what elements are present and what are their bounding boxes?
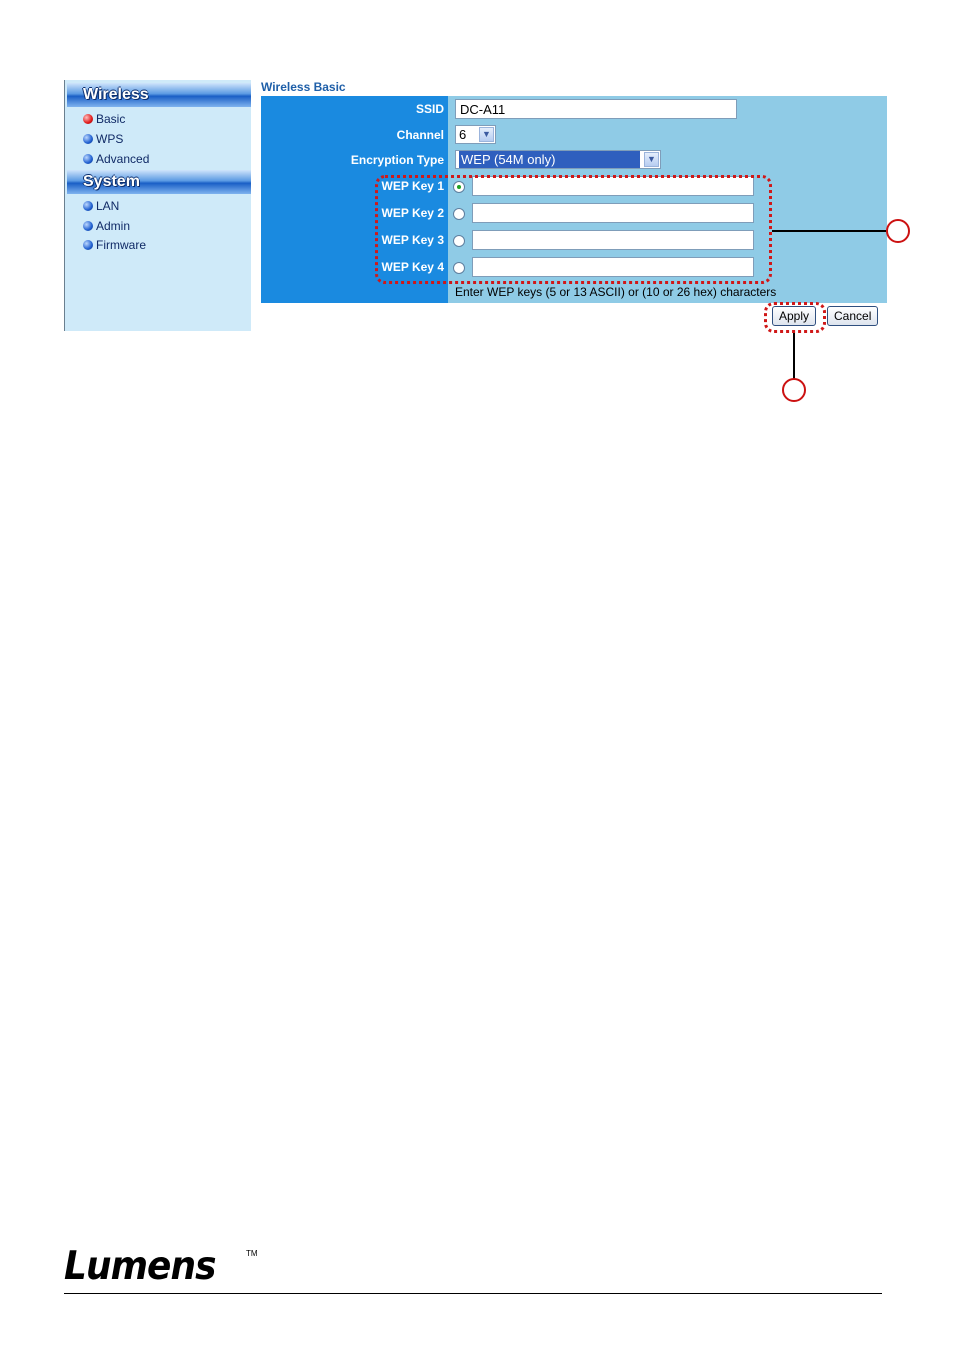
trademark-mark: TM <box>246 1249 258 1258</box>
blue-bullet-icon <box>83 221 93 231</box>
sidebar-item-wps[interactable]: WPS <box>83 131 123 147</box>
label-column <box>261 96 448 303</box>
callout-marker-apply <box>782 378 806 402</box>
sidebar-item-label: Basic <box>96 112 126 126</box>
sidebar-item-admin[interactable]: Admin <box>83 218 130 234</box>
apply-button[interactable]: Apply <box>772 306 817 326</box>
sidebar-item-firmware[interactable]: Firmware <box>83 237 146 253</box>
wep-key-4-label: WEP Key 4 <box>381 260 444 274</box>
sidebar-header-wireless: Wireless <box>67 83 251 107</box>
apply-highlight <box>764 302 826 333</box>
sidebar-nav: Wireless Basic WPS Advanced System LAN A… <box>64 80 251 331</box>
red-bullet-icon <box>83 114 93 124</box>
blue-bullet-icon <box>83 201 93 211</box>
callout-line-apply <box>793 333 795 379</box>
wep-key-3-label: WEP Key 3 <box>381 233 444 247</box>
callout-marker-wep <box>886 219 910 243</box>
encryption-label: Encryption Type <box>350 153 444 167</box>
ssid-label: SSID <box>415 102 444 116</box>
channel-select-value: 6 <box>459 127 467 142</box>
channel-label: Channel <box>396 128 444 142</box>
blue-bullet-icon <box>83 134 93 144</box>
sidebar-item-lan[interactable]: LAN <box>83 198 119 214</box>
lumens-logo: Lumens <box>64 1244 216 1289</box>
wep-key-1-label: WEP Key 1 <box>381 179 444 193</box>
ssid-input[interactable] <box>455 99 737 119</box>
sidebar-item-label: Advanced <box>96 152 150 166</box>
sidebar-item-advanced[interactable]: Advanced <box>83 151 149 167</box>
blue-bullet-icon <box>83 154 93 164</box>
footer-divider <box>64 1293 882 1294</box>
wep-key-2-label: WEP Key 2 <box>381 206 444 220</box>
wep-key-3-input[interactable] <box>472 230 754 250</box>
wep-key-4-radio[interactable] <box>453 262 465 274</box>
wep-key-4-input[interactable] <box>472 257 754 277</box>
blue-bullet-icon <box>83 240 93 250</box>
wep-key-hint: Enter WEP keys (5 or 13 ASCII) or (10 or… <box>455 285 777 299</box>
chevron-down-icon: ▼ <box>479 127 494 142</box>
channel-select[interactable]: 6 ▼ <box>455 125 496 144</box>
sidebar-item-label: WPS <box>96 132 124 146</box>
page-title: Wireless Basic <box>261 80 346 94</box>
wep-key-3-radio[interactable] <box>453 235 465 247</box>
sidebar-item-basic[interactable]: Basic <box>83 111 125 127</box>
sidebar-header-system: System <box>67 170 251 194</box>
wireless-basic-form: SSID Channel 6 ▼ Encryption Type WEP (54… <box>261 96 887 303</box>
wep-key-2-input[interactable] <box>472 203 754 223</box>
chevron-down-icon: ▼ <box>644 152 659 167</box>
cancel-button[interactable]: Cancel <box>827 306 879 326</box>
sidebar-item-label: Firmware <box>96 238 146 252</box>
callout-line-wep <box>772 230 886 232</box>
wep-key-1-radio[interactable] <box>453 181 465 193</box>
sidebar-item-label: LAN <box>96 199 120 213</box>
wep-keys-highlight <box>375 175 772 284</box>
wep-key-2-radio[interactable] <box>453 208 465 220</box>
encryption-select-value: WEP (54M only) <box>459 151 640 168</box>
encryption-select[interactable]: WEP (54M only) ▼ <box>455 150 661 169</box>
wep-key-1-input[interactable] <box>472 176 754 196</box>
sidebar-item-label: Admin <box>96 219 131 233</box>
